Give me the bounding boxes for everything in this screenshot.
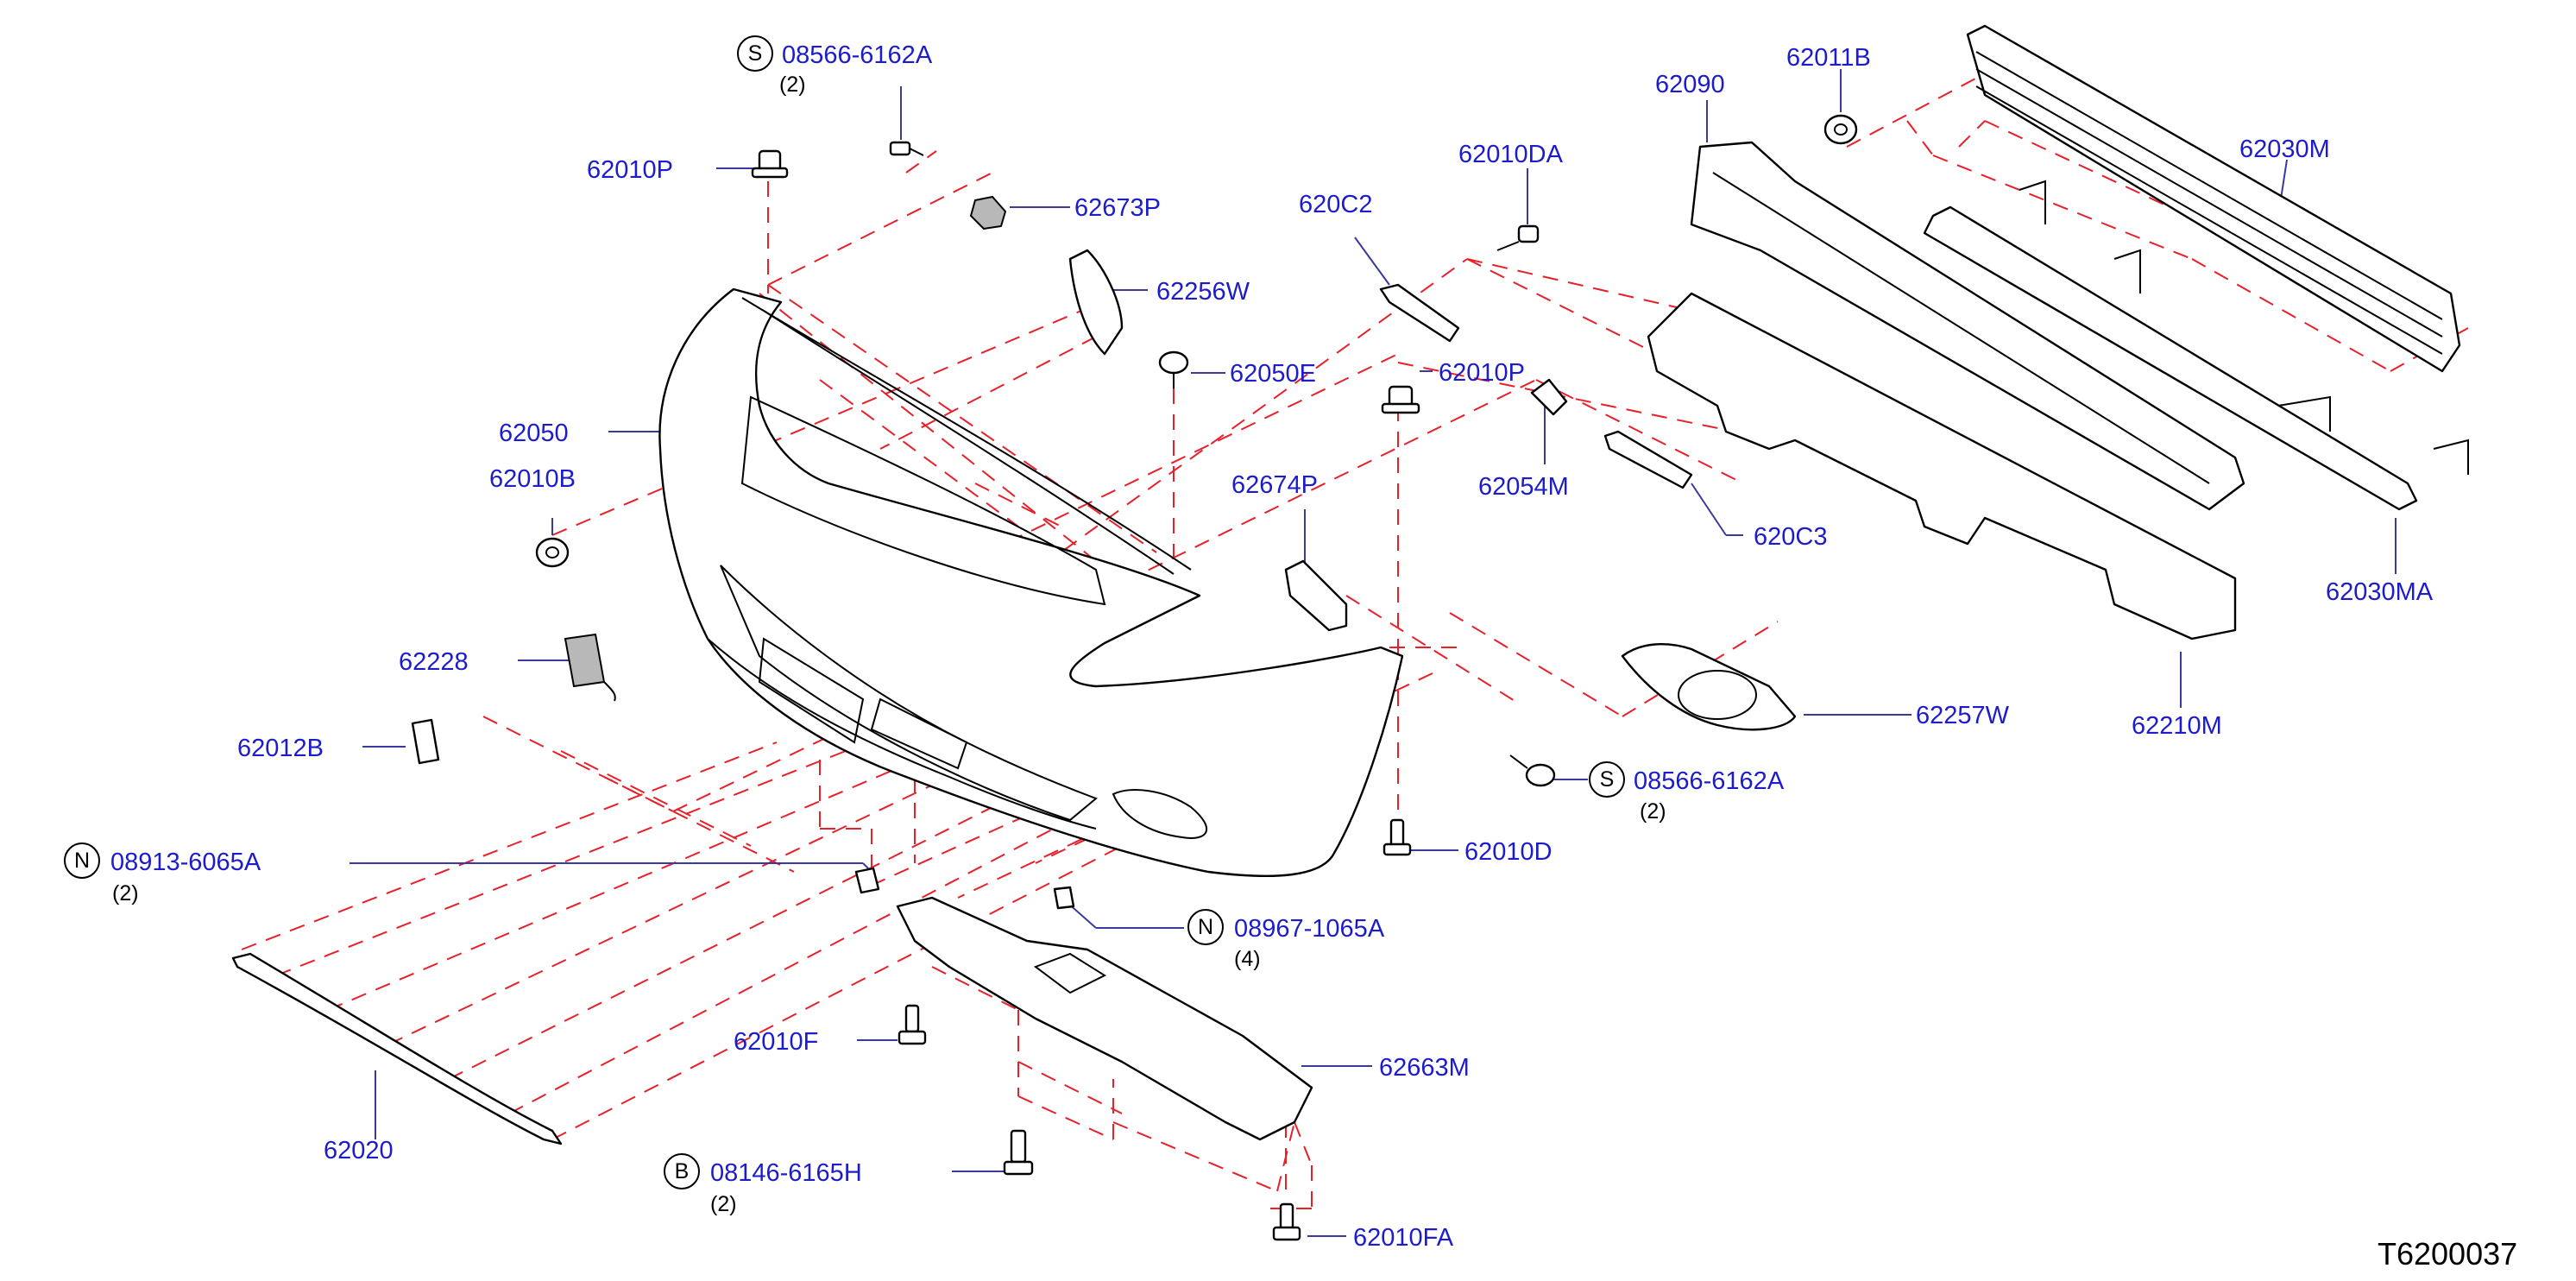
bracket-62674P[interactable] (1284, 559, 1348, 632)
label-62256W[interactable]: 62256W (1156, 278, 1250, 306)
bumper-stay[interactable] (1923, 180, 2469, 511)
bolt-62010FA[interactable] (1272, 1202, 1301, 1241)
label-62010P-left[interactable]: 62010P (587, 156, 673, 184)
label-62010D[interactable]: 62010D (1464, 838, 1553, 866)
nut-08913-6065A[interactable] (854, 867, 880, 894)
clip-62050E[interactable] (1158, 350, 1189, 388)
label-62054M[interactable]: 62054M (1478, 473, 1569, 501)
bracket-62054M[interactable] (1530, 378, 1568, 416)
front-grille-molding[interactable] (231, 952, 563, 1145)
label-08913-6065A[interactable]: 08913-6065A (110, 849, 261, 876)
label-620C2[interactable]: 620C2 (1299, 191, 1372, 218)
prefix-badge-08566-6162A-top: S (737, 35, 773, 72)
bolt-62010F[interactable] (898, 1004, 927, 1045)
bumper-reinforcement[interactable] (1966, 24, 2461, 373)
svg-text:B: B (675, 1159, 690, 1183)
label-08566-6162A-bottom[interactable]: 08566-6162A (1634, 767, 1785, 795)
svg-text:N: N (1198, 915, 1213, 939)
label-62010DA[interactable]: 62010DA (1458, 141, 1564, 168)
label-620C3[interactable]: 620C3 (1754, 523, 1827, 551)
qty-08566-6162A-top: (2) (779, 73, 806, 97)
label-62673P[interactable]: 62673P (1074, 194, 1161, 222)
label-62030M[interactable]: 62030M (2239, 136, 2330, 163)
label-62050[interactable]: 62050 (499, 420, 569, 447)
bolt-08146-6165H[interactable] (1003, 1129, 1034, 1176)
bolt-62010D[interactable] (1382, 818, 1412, 856)
screw-62010DA[interactable] (1496, 224, 1540, 251)
label-62020[interactable]: 62020 (324, 1137, 394, 1164)
prefix-badge-08566-6162A-bottom: S (1589, 761, 1625, 798)
part-labels: 08566-6162A (2) 62010P 62673P 62256W 620… (110, 41, 2434, 1252)
front-bumper-fascia[interactable] (658, 287, 1404, 878)
qty-08913-6065A: (2) (112, 881, 139, 906)
label-62010B[interactable]: 62010B (489, 465, 576, 493)
label-62228[interactable]: 62228 (399, 648, 469, 676)
label-08146-6165H[interactable]: 08146-6165H (710, 1159, 862, 1187)
svg-text:N: N (74, 849, 90, 873)
svg-text:S: S (748, 41, 763, 66)
clip-62673P[interactable] (969, 195, 1007, 230)
nut-62010B[interactable] (535, 537, 570, 568)
screw-08566-6162A-bottom[interactable] (1509, 754, 1556, 787)
label-62012B[interactable]: 62012B (237, 735, 324, 762)
label-62674P[interactable]: 62674P (1231, 471, 1318, 499)
screw-08566-6162A-top[interactable] (889, 141, 924, 156)
prefix-badge-08913-6065A: N (64, 842, 100, 879)
qty-08146-6165H: (2) (710, 1192, 737, 1216)
diagram-code: T6200037 (2378, 1236, 2517, 1272)
qty-08967-1065A: (4) (1234, 947, 1261, 971)
sensor-62228[interactable] (564, 633, 616, 702)
nut-08967-1065A[interactable] (1053, 886, 1075, 910)
label-62011B[interactable]: 62011B (1786, 44, 1871, 72)
label-62257W[interactable]: 62257W (1916, 702, 2010, 729)
label-08967-1065A[interactable]: 08967-1065A (1234, 915, 1385, 943)
under-cover[interactable] (896, 896, 1313, 1141)
clip-62010P-right[interactable] (1381, 385, 1420, 414)
energy-absorber[interactable] (1690, 141, 2245, 511)
grommet-62012B[interactable] (411, 718, 440, 765)
clip-62010P-left[interactable] (751, 149, 789, 179)
label-62050E[interactable]: 62050E (1230, 360, 1316, 388)
label-62090[interactable]: 62090 (1655, 71, 1725, 98)
bracket-620C2[interactable] (1379, 283, 1460, 343)
prefix-badge-08967-1065A: N (1187, 909, 1224, 945)
label-62210M[interactable]: 62210M (2132, 712, 2222, 740)
qty-08566-6162A-bottom: (2) (1640, 799, 1666, 824)
label-62010P-right[interactable]: 62010P (1439, 359, 1525, 387)
label-62030MA[interactable]: 62030MA (2326, 578, 2434, 606)
bracket-620C3[interactable] (1603, 430, 1693, 489)
label-08566-6162A-top[interactable]: 08566-6162A (782, 41, 933, 69)
nut-62011B[interactable] (1823, 114, 1858, 145)
prefix-badge-08146-6165H: B (664, 1153, 700, 1190)
label-62010FA[interactable]: 62010FA (1353, 1224, 1454, 1252)
svg-text:S: S (1600, 767, 1615, 792)
fog-lamp-finisher-left[interactable] (1068, 249, 1124, 356)
label-62010F[interactable]: 62010F (734, 1028, 818, 1056)
lower-absorber[interactable] (1647, 292, 2237, 640)
label-62663M[interactable]: 62663M (1379, 1054, 1470, 1082)
fog-lamp-finisher-right[interactable] (1621, 642, 1797, 731)
